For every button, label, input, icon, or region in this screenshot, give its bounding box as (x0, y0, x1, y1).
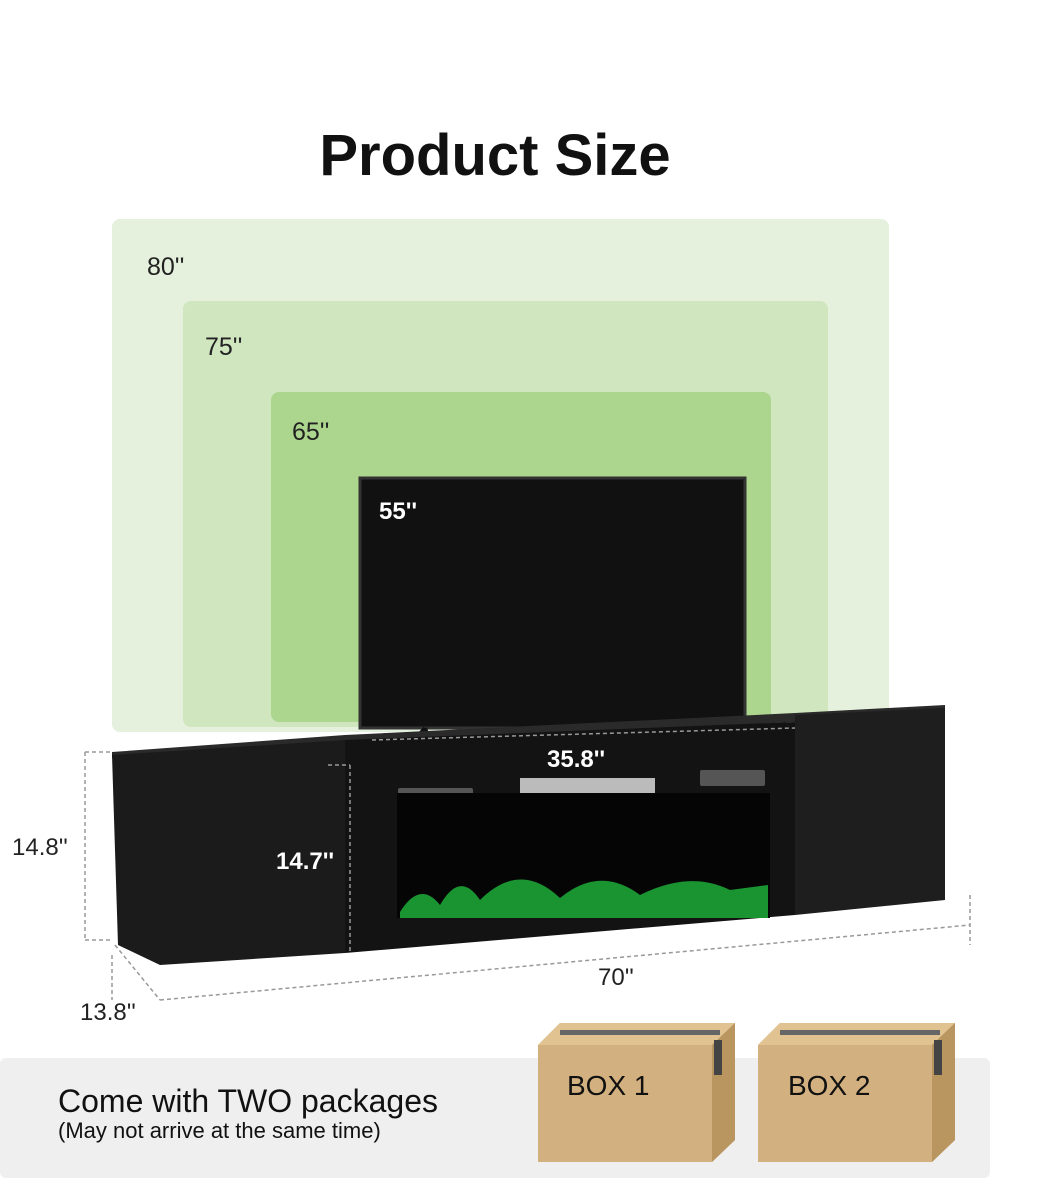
fireplace-flames (400, 879, 768, 918)
box-2 (758, 1023, 955, 1162)
page-title: Product Size (319, 123, 671, 188)
stand-height-label: 14.8'' (12, 834, 68, 861)
label-55: 55'' (379, 498, 418, 525)
label-65: 65'' (292, 418, 330, 446)
box-1 (538, 1023, 735, 1162)
fireplace-heater-vent (520, 778, 655, 796)
tv-screen (358, 476, 747, 730)
packages-title: Come with TWO packages (58, 1083, 438, 1119)
cabinet-left (112, 740, 345, 965)
packages-subtitle: (May not arrive at the same time) (58, 1118, 381, 1143)
stand-width-label: 70'' (598, 964, 634, 991)
fireplace-width-label: 35.8'' (547, 746, 606, 773)
label-80: 80'' (147, 253, 185, 281)
fireplace-height-label: 14.7'' (276, 848, 335, 875)
label-75: 75'' (205, 333, 243, 361)
speaker-right (700, 770, 765, 786)
cabinet-right (795, 708, 945, 915)
box-1-label: BOX 1 (567, 1070, 650, 1101)
stand-depth-label: 13.8'' (80, 999, 136, 1026)
box-2-label: BOX 2 (788, 1070, 871, 1101)
